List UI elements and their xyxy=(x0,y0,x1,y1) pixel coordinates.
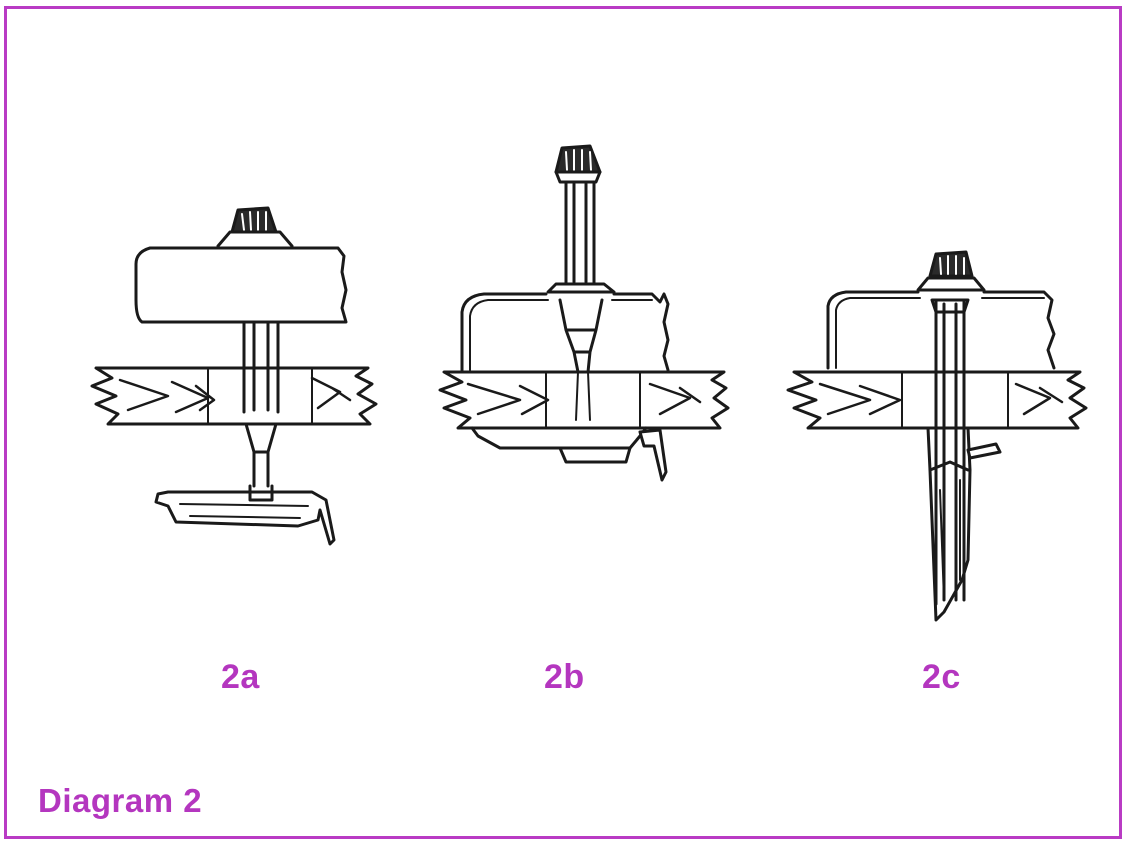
panel-2c-housing xyxy=(828,292,1054,368)
panel-label-2a: 2a xyxy=(221,658,260,696)
panel-label-2b: 2b xyxy=(544,658,585,696)
panel-2a-drawing xyxy=(92,208,376,544)
panel-2a-upper-block xyxy=(136,248,346,322)
panel-2b-tab xyxy=(640,430,666,480)
panel-2c-side-tab xyxy=(968,444,1000,458)
panel-2b-stem xyxy=(566,182,594,284)
panel-2a-lower-shaft xyxy=(246,424,276,486)
panel-2c-sleeve xyxy=(928,428,970,620)
panel-2b-drawing xyxy=(440,146,728,480)
panel-2a-wood-board xyxy=(92,368,376,424)
panel-label-2c: 2c xyxy=(922,658,961,696)
panel-2b-taper xyxy=(560,300,602,372)
panel-2b-lower-plate xyxy=(472,428,646,448)
panel-2a-knob xyxy=(212,208,300,248)
panel-2b-housing xyxy=(462,294,668,370)
panel-2c-wood-board xyxy=(788,372,1086,428)
diagram-caption: Diagram 2 xyxy=(38,782,203,819)
panel-2c-drawing xyxy=(788,252,1086,620)
panel-2b-wood-board xyxy=(440,372,728,428)
panel-2c-pin xyxy=(936,300,964,604)
panel-2c-knob xyxy=(918,252,984,290)
panel-2b-knob xyxy=(556,146,600,182)
